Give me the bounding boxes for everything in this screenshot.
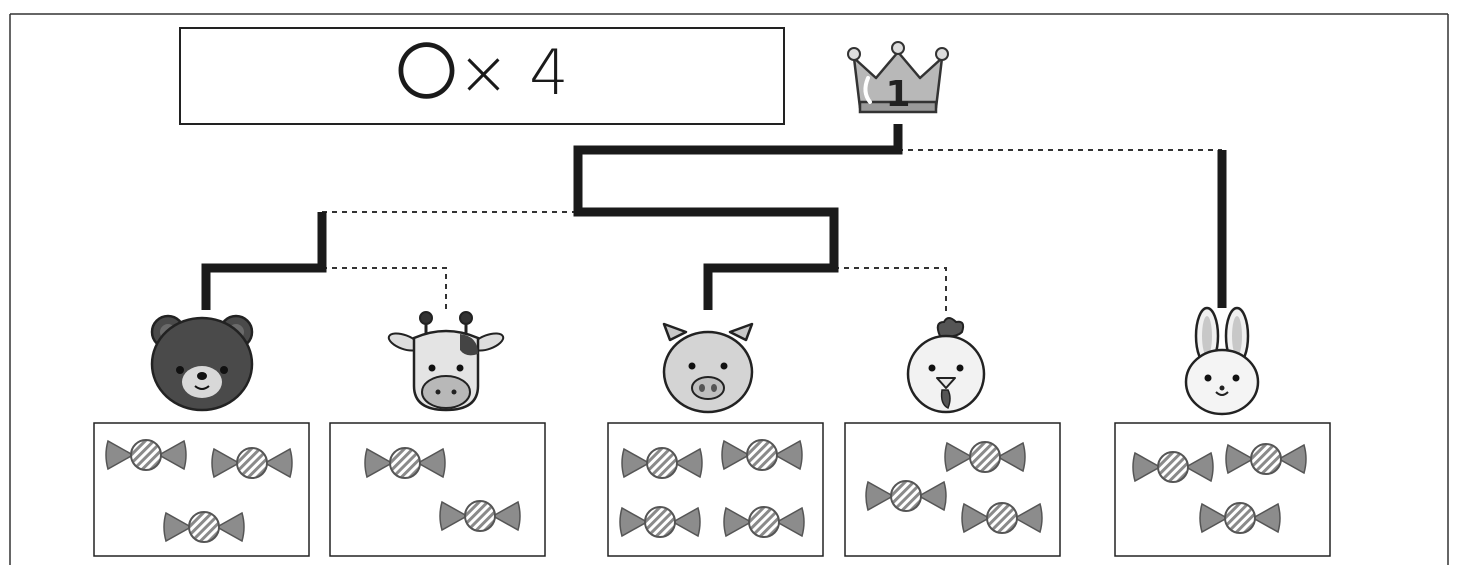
formula-text: 〇× 4 xyxy=(395,36,568,109)
bracket-winner-lines xyxy=(201,124,1227,310)
rooster-icon xyxy=(906,317,986,414)
bracket-dashed-lines xyxy=(322,149,1222,312)
pig-icon xyxy=(662,322,754,414)
candy-box-rabbit xyxy=(1114,422,1331,557)
crown-icon: 1 xyxy=(847,41,949,115)
candy-box-giraffe xyxy=(329,422,546,557)
rabbit-icon xyxy=(1184,306,1260,416)
giraffe-icon xyxy=(387,311,505,412)
candy-box-bear xyxy=(93,422,310,557)
crown-rank-number: 1 xyxy=(885,74,910,115)
bear-icon xyxy=(150,314,254,412)
candy-box-pig xyxy=(607,422,824,557)
formula-box: 〇× 4 xyxy=(179,27,785,125)
candy-box-rooster xyxy=(844,422,1061,557)
